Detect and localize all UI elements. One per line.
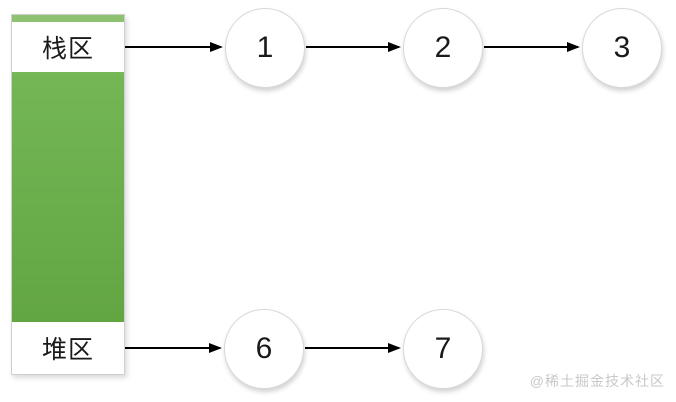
node-value: 6 [255, 332, 273, 365]
node-value: 1 [256, 31, 274, 64]
memory-column: 栈区 堆区 [11, 14, 125, 375]
node-circle-7: 7 [403, 309, 483, 389]
node-circle-3: 3 [582, 8, 662, 88]
heap-region-label: 堆区 [12, 322, 124, 374]
node-circle-1: 1 [225, 8, 305, 88]
node-circle-6: 6 [224, 309, 304, 389]
node-circle-2: 2 [403, 8, 483, 88]
stack-region-label: 栈区 [12, 22, 124, 72]
watermark: @稀土掘金技术社区 [529, 373, 665, 389]
node-value: 2 [434, 31, 452, 64]
node-value: 3 [613, 31, 631, 64]
column-green-body [12, 72, 124, 322]
node-value: 7 [434, 332, 452, 365]
column-top-strip [12, 15, 124, 22]
